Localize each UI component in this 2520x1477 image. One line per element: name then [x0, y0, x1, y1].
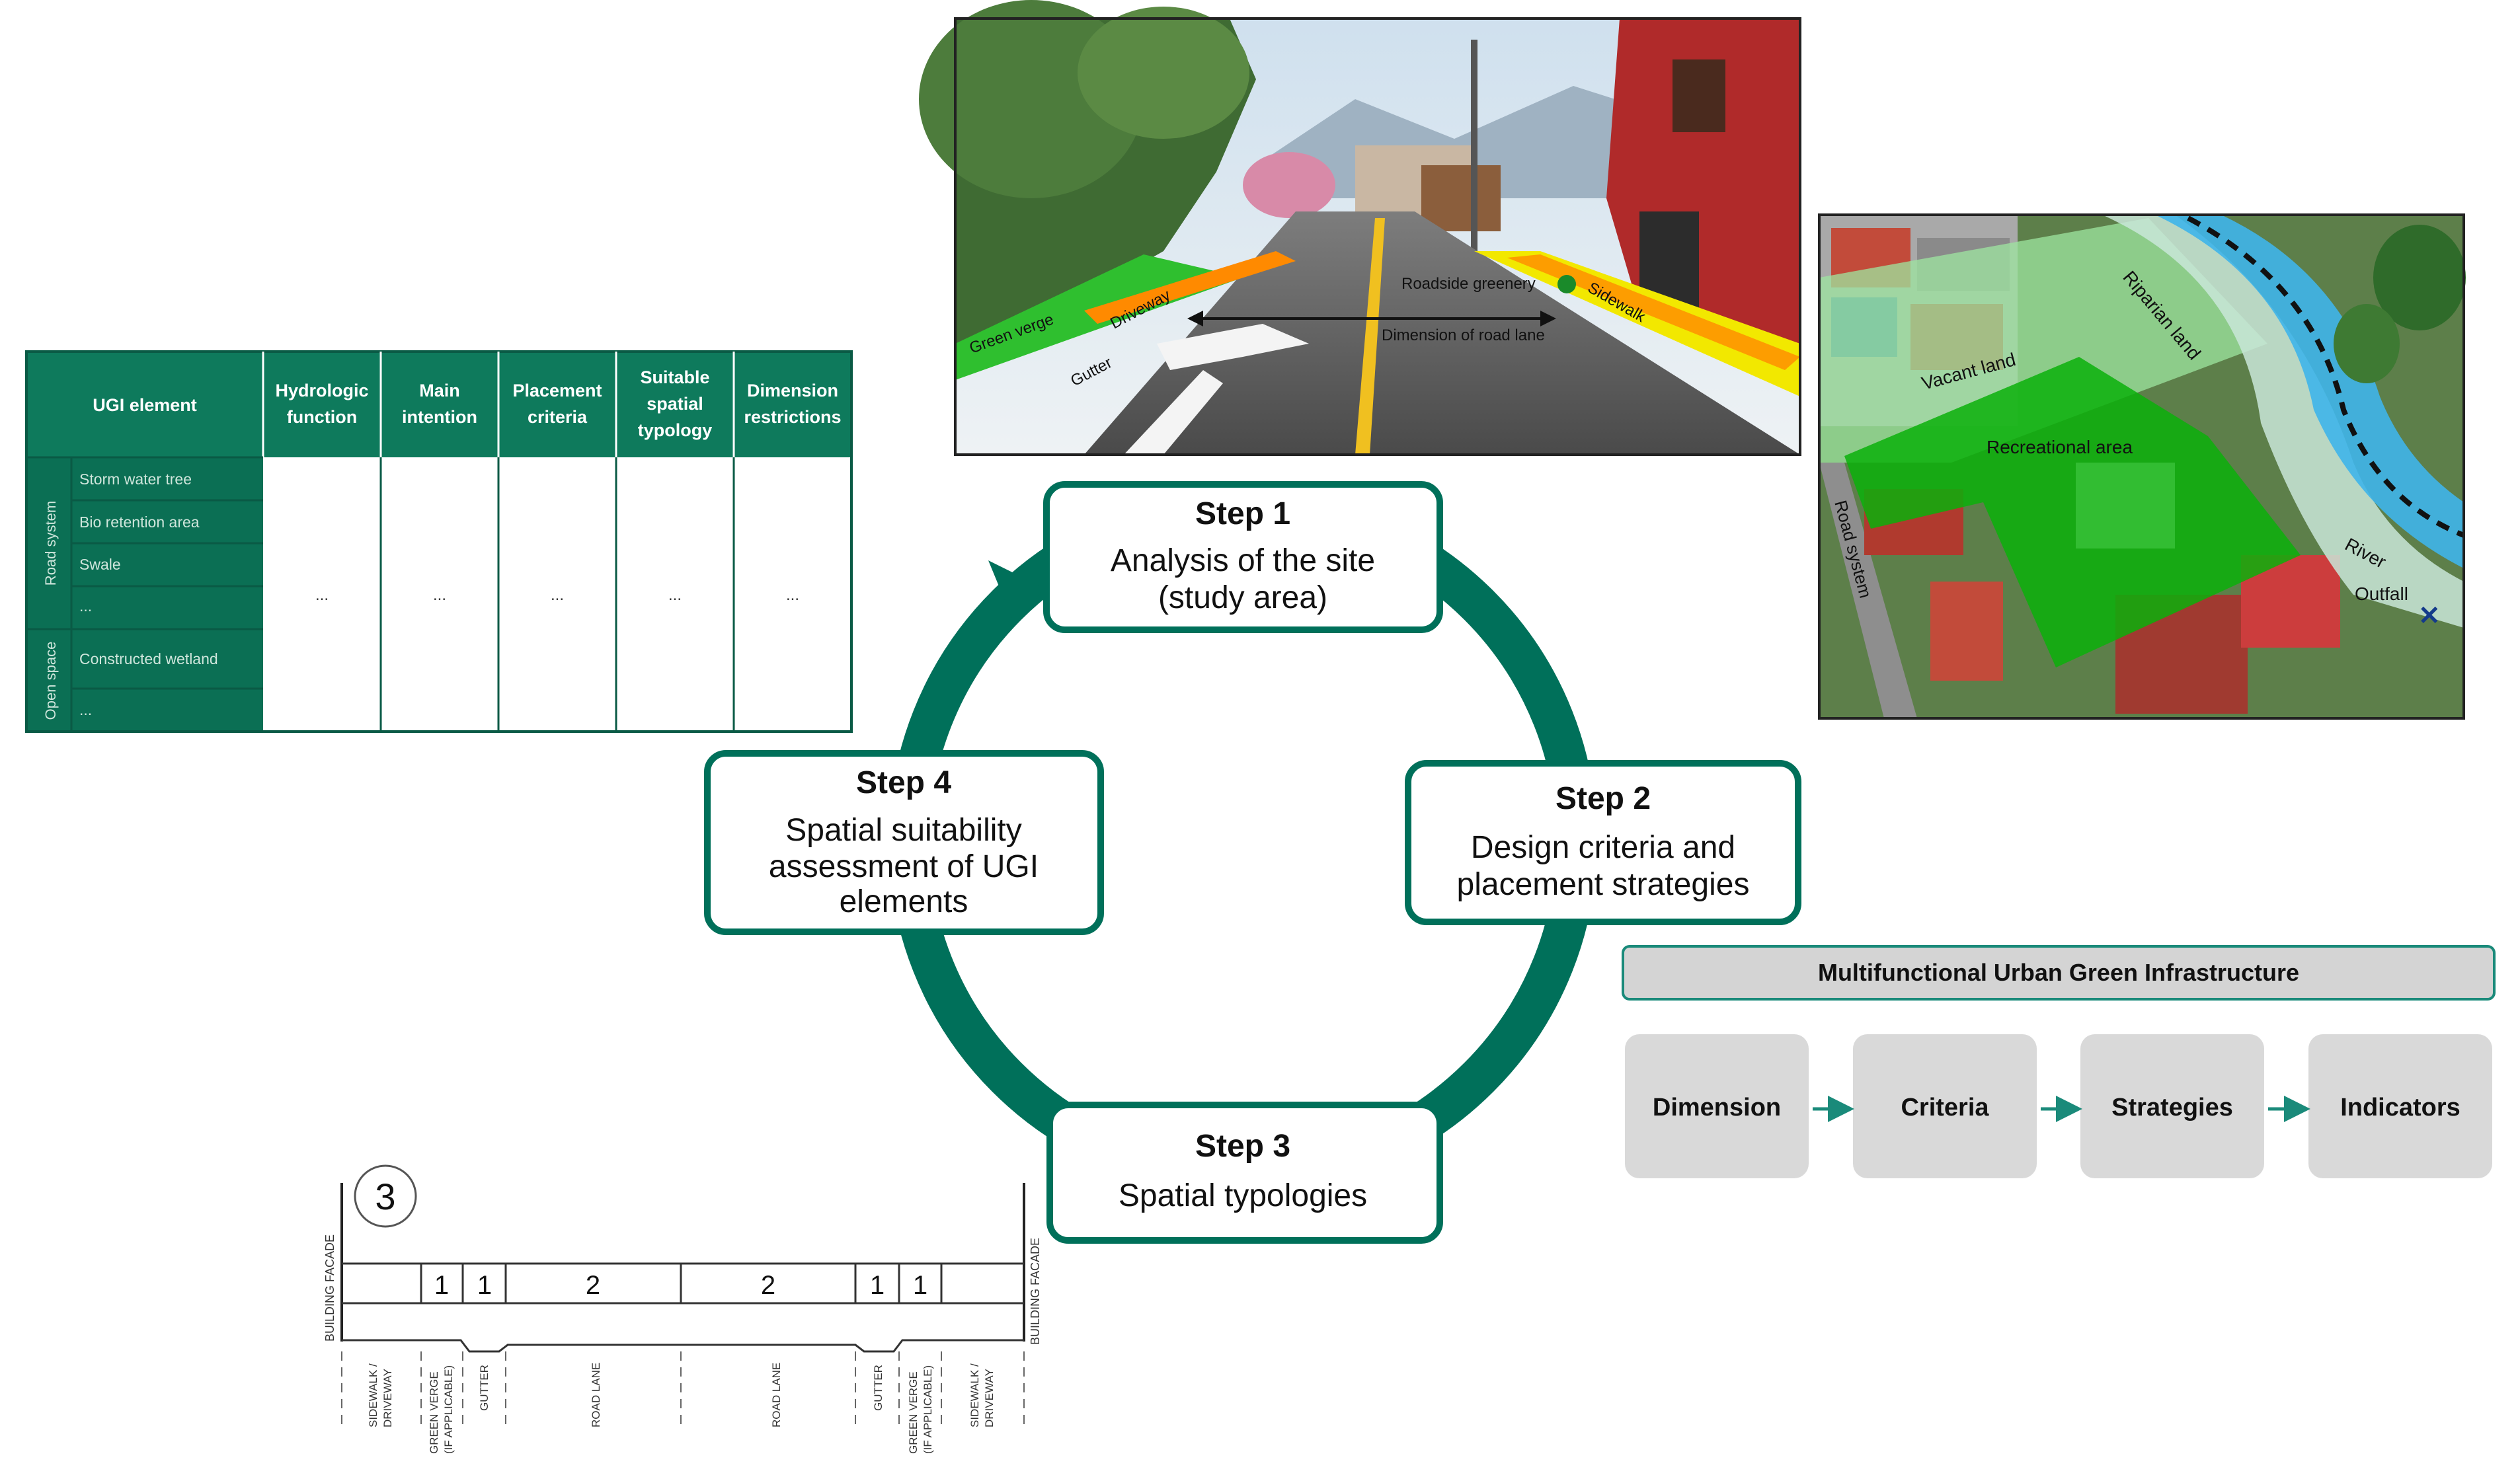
row-swale: Swale: [79, 556, 121, 573]
mugi-item-criteria-box: [1853, 1034, 2037, 1178]
step-3-box: Step 3 Spatial typologies: [1046, 1102, 1443, 1244]
row-constructed-wetland: Constructed wetland: [79, 650, 218, 667]
th-main-2: intention: [402, 407, 477, 427]
cell-main: ...: [433, 586, 446, 604]
sec-lbl-verge-r-1: GREEN VERGE: [907, 1371, 920, 1454]
section-num-6: 1: [913, 1271, 927, 1300]
section-badge-circle: [354, 1164, 417, 1228]
step-3-line-1: Spatial typologies: [1119, 1178, 1367, 1213]
row-ellipsis-1: ...: [79, 597, 92, 615]
step-4-title: Step 4: [856, 765, 951, 800]
step-4-line-3: elements: [840, 884, 968, 919]
sec-lbl-road-r: ROAD LANE: [770, 1363, 783, 1427]
sec-lbl-sidewalk-l-2: DRIVEWAY: [381, 1369, 394, 1427]
cell-dimension: ...: [786, 586, 799, 604]
step-2-line-2: placement strategies: [1457, 867, 1750, 902]
step-1-line-1: Analysis of the site: [1111, 543, 1375, 578]
cell-placement: ...: [551, 586, 564, 604]
mugi-item-criteria: Criteria: [1901, 1094, 1989, 1121]
section-num-3: 2: [586, 1271, 600, 1300]
mugi-title: Multifunctional Urban Green Infrastructu…: [1818, 959, 2299, 986]
th-dimension-1: Dimension: [747, 381, 838, 400]
mugi-item-dimension: Dimension: [1653, 1094, 1781, 1121]
row-ellipsis-2: ...: [79, 701, 92, 718]
section-num-1: 1: [434, 1271, 449, 1300]
facade-left: BUILDING FACADE: [323, 1234, 336, 1342]
mugi-item-indicators: Indicators: [2340, 1094, 2461, 1121]
mugi-item-dimension-box: [1625, 1034, 1809, 1178]
th-suitable-2: spatial: [647, 394, 703, 414]
section-num-5: 1: [870, 1271, 885, 1300]
label-recreational-area: Recreational area: [1987, 437, 2133, 457]
step-4-box: Step 4 Spatial suitability assessment of…: [704, 750, 1104, 935]
cell-typology: ...: [668, 586, 682, 604]
step-4-line-1: Spatial suitability: [785, 813, 1022, 848]
cycle-arrowhead: [988, 560, 1044, 625]
step-3-title: Step 3: [1195, 1129, 1290, 1164]
sec-lbl-verge-l-1: GREEN VERGE: [428, 1371, 440, 1454]
section-badge: 3: [375, 1176, 395, 1217]
step-1-line-2: (study area): [1158, 580, 1327, 615]
sec-lbl-verge-r-2: (IF APPLICABLE): [922, 1365, 934, 1454]
sec-lbl-gutter-r: GUTTER: [872, 1365, 885, 1411]
th-hydrologic-1: Hydrologic: [275, 381, 368, 400]
sec-lbl-verge-l-2: (IF APPLICABLE): [442, 1365, 455, 1454]
sec-lbl-sidewalk-l-1: SIDEWALK /: [367, 1363, 379, 1427]
cell-hydrologic: ...: [315, 586, 329, 604]
mugi-item-strategies: Strategies: [2111, 1094, 2233, 1121]
mugi-block: Multifunctional Urban Green Infrastructu…: [1622, 945, 2496, 1178]
label-roadside-greenery: Roadside greenery: [1401, 275, 1536, 293]
step-4-line-2: assessment of UGI: [769, 849, 1039, 884]
th-placement-2: criteria: [528, 407, 588, 427]
aerial-photo: ✕ Vacant land Riparian land Recreational…: [1818, 213, 2466, 720]
th-dimension-2: restrictions: [744, 407, 841, 427]
th-suitable-1: Suitable: [640, 367, 709, 387]
step-2-line-1: Design criteria and: [1471, 830, 1735, 865]
step-1-title: Step 1: [1195, 496, 1290, 531]
section-num-2: 1: [477, 1271, 492, 1300]
ugi-table: UGI element Hydrologic function Main int…: [25, 350, 853, 733]
group-road-system: Road system: [42, 501, 59, 586]
group-open-space: Open space: [42, 642, 59, 720]
street-photo: Green verge Driveway Gutter Roadside gre…: [919, 0, 1801, 456]
th-ugi-element: UGI element: [93, 395, 197, 415]
row-storm-water-tree: Storm water tree: [79, 471, 192, 488]
label-outfall: Outfall: [2355, 584, 2408, 604]
sec-lbl-road-l: ROAD LANE: [590, 1363, 602, 1427]
step-2-title: Step 2: [1555, 781, 1651, 816]
mugi-item-strategies-box: [2080, 1034, 2264, 1178]
label-dimension-road-lane: Dimension of road lane: [1382, 326, 1545, 344]
street-section: 3 BUILDING FACADE BUILDING FACADE 1 1 2 …: [323, 1164, 1042, 1454]
outfall-marker-icon: ✕: [2418, 601, 2441, 630]
step-1-box: Step 1 Analysis of the site (study area): [1043, 481, 1443, 633]
mugi-item-indicators-box: [2308, 1034, 2492, 1178]
row-bio-retention: Bio retention area: [79, 513, 200, 531]
sec-lbl-sidewalk-r-1: SIDEWALK /: [968, 1363, 981, 1427]
th-main-1: Main: [419, 381, 460, 400]
facade-right: BUILDING FACADE: [1029, 1238, 1042, 1345]
th-hydrologic-2: function: [287, 407, 357, 427]
section-num-4: 2: [761, 1271, 775, 1300]
sec-lbl-sidewalk-r-2: DRIVEWAY: [983, 1369, 996, 1427]
th-placement-1: Placement: [512, 381, 602, 400]
th-suitable-3: typology: [638, 420, 713, 440]
step-2-box: Step 2 Design criteria and placement str…: [1405, 760, 1801, 925]
sec-lbl-gutter-l: GUTTER: [478, 1365, 491, 1411]
